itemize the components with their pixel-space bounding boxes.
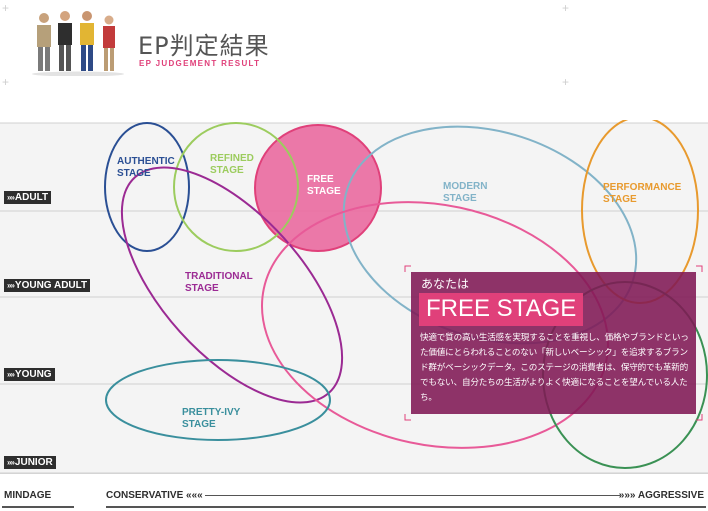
refined-stage-ellipse[interactable]	[173, 122, 299, 252]
page-header: + + + + EP判定結果 EP JUDGEMENT RESULT	[0, 0, 708, 100]
pretty-ivy-stage-ellipse[interactable]	[105, 359, 331, 441]
axis-footer: MINDAGE CONSERVATIVE ««« »»» AGGRESSIVE	[0, 486, 708, 511]
row-label-text: JUNIOR	[14, 457, 53, 468]
crosshair-mark: +	[562, 1, 570, 15]
page-title: EP判定結果	[138, 32, 270, 60]
row-label-text: YOUNG	[14, 369, 52, 380]
row-label-young: »»YOUNG	[4, 368, 55, 381]
crosshair-mark: +	[562, 75, 570, 89]
result-intro: あなたは	[421, 277, 470, 291]
authentic-stage-ellipse[interactable]	[104, 122, 190, 252]
crosshair-mark: +	[2, 1, 10, 15]
stage-label-pretty-ivy[interactable]: PRETTY-IVY STAGE	[182, 407, 241, 430]
axis-conservative-label: CONSERVATIVE «««	[106, 490, 203, 501]
stage-label-traditional[interactable]: TRADITIONAL STAGE	[185, 271, 253, 294]
stage-label-free[interactable]: FREE STAGE	[307, 174, 341, 197]
result-description: 快適で質の高い生活感を実現することを重視し、価格やブランドといった価値にとらわれ…	[420, 333, 689, 403]
chevron-right-icon: »»	[7, 370, 15, 379]
crosshair-mark: +	[2, 75, 10, 89]
chevron-right-icon: »»	[7, 193, 15, 202]
row-label-text: ADULT	[14, 192, 49, 203]
row-label-junior: »»JUNIOR	[4, 456, 56, 469]
people-illustration-icon	[32, 11, 124, 76]
free-stage-ellipse[interactable]	[254, 124, 382, 252]
axis-line	[205, 495, 620, 496]
row-label-text: YOUNG ADULT	[14, 280, 88, 291]
axis-aggressive-label: »»» AGGRESSIVE	[618, 490, 704, 501]
row-label-young-adult: »»YOUNG ADULT	[4, 279, 91, 292]
row-label-adult: »»ADULT	[4, 191, 52, 204]
axis-divider	[2, 506, 74, 508]
stage-label-performance[interactable]: PERFORMANCE STAGE	[603, 182, 682, 205]
stage-label-authentic[interactable]: AUTHENTIC STAGE	[117, 156, 175, 179]
axis-divider	[106, 506, 706, 508]
axis-mindage-label: MINDAGE	[4, 490, 52, 501]
chevron-right-icon: »»	[7, 458, 15, 467]
result-panel: あなたは FREE STAGE 快適で質の高い生活感を実現することを重視し、価格…	[411, 272, 696, 414]
stage-label-modern[interactable]: MODERN STAGE	[443, 181, 488, 204]
stage-label-refined[interactable]: REFINED STAGE	[210, 153, 254, 176]
page-subtitle: EP JUDGEMENT RESULT	[139, 59, 261, 68]
chevron-right-icon: »»	[7, 281, 15, 290]
result-stage-name: FREE STAGE	[419, 293, 584, 326]
